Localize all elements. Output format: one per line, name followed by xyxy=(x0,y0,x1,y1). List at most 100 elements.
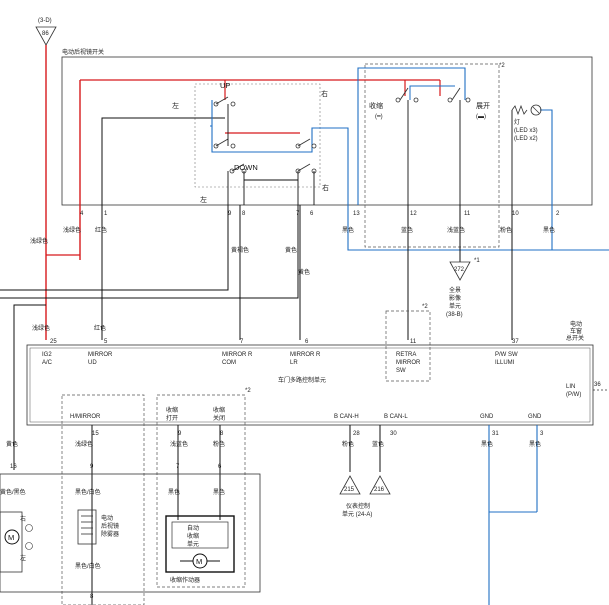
lin-label: LIN xyxy=(566,384,575,390)
lin-pin: 36 xyxy=(594,382,601,388)
lower-pin7: 7 xyxy=(176,464,180,470)
unit-bottom-pin-15: 15 xyxy=(92,431,99,437)
open-symbol: (▬) xyxy=(476,114,486,120)
ground-ref-num: 272 xyxy=(454,267,465,273)
selector-wires xyxy=(227,100,513,205)
lbl-black-3: 黑色 xyxy=(529,440,541,448)
unit-pin-label-5-a: P/W SW xyxy=(495,352,518,358)
left-top-label: 左 xyxy=(172,101,179,110)
motor-right: 右 xyxy=(20,515,26,523)
unit-pin-label-5-b: ILLUMI xyxy=(495,360,515,366)
door-multiplex-unit xyxy=(26,344,594,426)
unit-title: 车门多路控制单元 xyxy=(278,376,326,384)
lbl-yellow-16: 黄色 xyxy=(6,440,18,448)
heater-box xyxy=(61,394,145,605)
unit-top-pin-11: 11 xyxy=(410,339,417,345)
switch-title: 电动后视镜开关 xyxy=(62,48,104,56)
lamp-led2: (LED x2) xyxy=(514,136,538,142)
can-ref-216-num: 216 xyxy=(374,487,385,493)
unit-pin-label-3-b: LR xyxy=(290,360,298,366)
label-gnd-1: GND xyxy=(480,414,494,420)
label-bcan-l: B CAN-L xyxy=(384,414,408,420)
meter-label-2: 单元 (24-A) xyxy=(342,510,372,518)
lbl-red-5: 红色 xyxy=(94,324,106,332)
bottom-wires xyxy=(13,425,381,605)
mirror-switch-box xyxy=(61,56,593,206)
wire-pin7-left xyxy=(0,205,299,299)
can-ref-215: 215 xyxy=(339,475,361,495)
lbl-lightblue-11: 浅蓝色 xyxy=(447,226,465,234)
retract-star: *2 xyxy=(499,63,505,69)
unit-bottom-pin-30: 30 xyxy=(390,431,397,437)
can-ref-215-num: 215 xyxy=(344,487,355,493)
heater-label-1: 电动 xyxy=(101,514,113,522)
lbl-pink-8: 粉色 xyxy=(213,440,225,448)
ground-ref-272: 272 *1 全景 影像 单元 (38-B) xyxy=(446,258,480,318)
unit-bottom-pin-8: 8 xyxy=(220,431,224,437)
wire-blue-ground xyxy=(211,100,609,251)
lamp-label: 灯 xyxy=(514,118,520,126)
unit-pin-label-3-a: MIRROR R xyxy=(290,352,321,358)
label-retract-1: 收缩 xyxy=(166,406,178,414)
lbl-lightgreen-25: 浅绿色 xyxy=(32,324,50,332)
lbl-black-2: 黑色 xyxy=(543,226,555,234)
lbl-white: 黑色 xyxy=(168,488,180,496)
switch-pin-13: 13 xyxy=(353,211,360,217)
unit-pin-label-2-b: COM xyxy=(222,360,236,366)
retract-sw-star: *2 xyxy=(422,304,428,310)
retract-actuator-box xyxy=(165,515,235,573)
unit-right-2: 车窗 xyxy=(570,327,582,335)
lbl-red-1: 红色 xyxy=(95,226,107,234)
unit-bottom-pin-9: 9 xyxy=(178,431,182,437)
motor-left: 左 xyxy=(20,554,26,562)
unit-pin-label-0-a: IG2 xyxy=(42,352,52,358)
lbl-black-white-2: 黑色/白色 xyxy=(75,562,101,570)
lbl-lightgreen-4: 浅绿色 xyxy=(63,226,81,234)
switch-pin-1: 1 xyxy=(104,211,108,217)
lbl-yellowbrown: 黄褐色 xyxy=(231,246,249,254)
lamp-icon xyxy=(511,104,542,116)
label-retract-2: 收缩 xyxy=(213,406,225,414)
lbl-yellow-black: 黄色/黑色 xyxy=(0,488,26,496)
lbl-yellow-2: 黄色 xyxy=(298,268,310,276)
lbl-yellow: 黄色 xyxy=(285,246,297,254)
defogger-heater-icon xyxy=(77,509,97,545)
switch-pin-10: 10 xyxy=(512,211,519,217)
auto-retract-unit xyxy=(171,521,229,549)
unit-top-pin-7: 7 xyxy=(240,339,244,345)
down-label: DOWN xyxy=(234,163,258,172)
door-multiplex-unit-inner xyxy=(29,347,591,423)
ground-ref-sup: *1 xyxy=(474,258,480,264)
can-ref-216: 216 xyxy=(369,475,391,495)
switch-contacts xyxy=(213,97,471,174)
unit-pin-label-4-c: SW xyxy=(396,368,406,374)
switch-pin-8: 8 xyxy=(242,211,246,217)
actuator-star: *2 xyxy=(245,388,251,394)
heater-label-3: 除雾器 xyxy=(101,530,119,538)
label-bcan-h: B CAN-H xyxy=(334,414,359,420)
lower-pin6: 6 xyxy=(218,464,222,470)
label-close: 关闭 xyxy=(213,414,225,422)
switch-pin-11: 11 xyxy=(464,211,471,217)
left-bottom-label: 左 xyxy=(200,195,207,204)
actuator-motor-icon: M xyxy=(180,553,220,569)
wire-black-pin1 xyxy=(101,117,225,205)
lbl-lightblue-9: 浅蓝色 xyxy=(170,440,188,448)
switch-pin-6: 6 xyxy=(310,211,314,217)
label-gnd-2: GND xyxy=(528,414,542,420)
wire-blue-lamp xyxy=(540,109,553,205)
lbl-black-31: 黑色 xyxy=(481,440,493,448)
lbl-blue-12: 蓝色 xyxy=(401,226,413,234)
auto-label-1: 自动 xyxy=(187,524,199,532)
unit-pin-label-1-b: UD xyxy=(88,360,97,366)
ground-ref-line4: (38-B) xyxy=(446,312,463,318)
wire-pin9-left xyxy=(0,205,229,291)
meter-label-1: 仪表控制 xyxy=(346,502,370,510)
lower-pin9: 9 xyxy=(90,464,94,470)
label-open: 打开 xyxy=(166,414,178,422)
